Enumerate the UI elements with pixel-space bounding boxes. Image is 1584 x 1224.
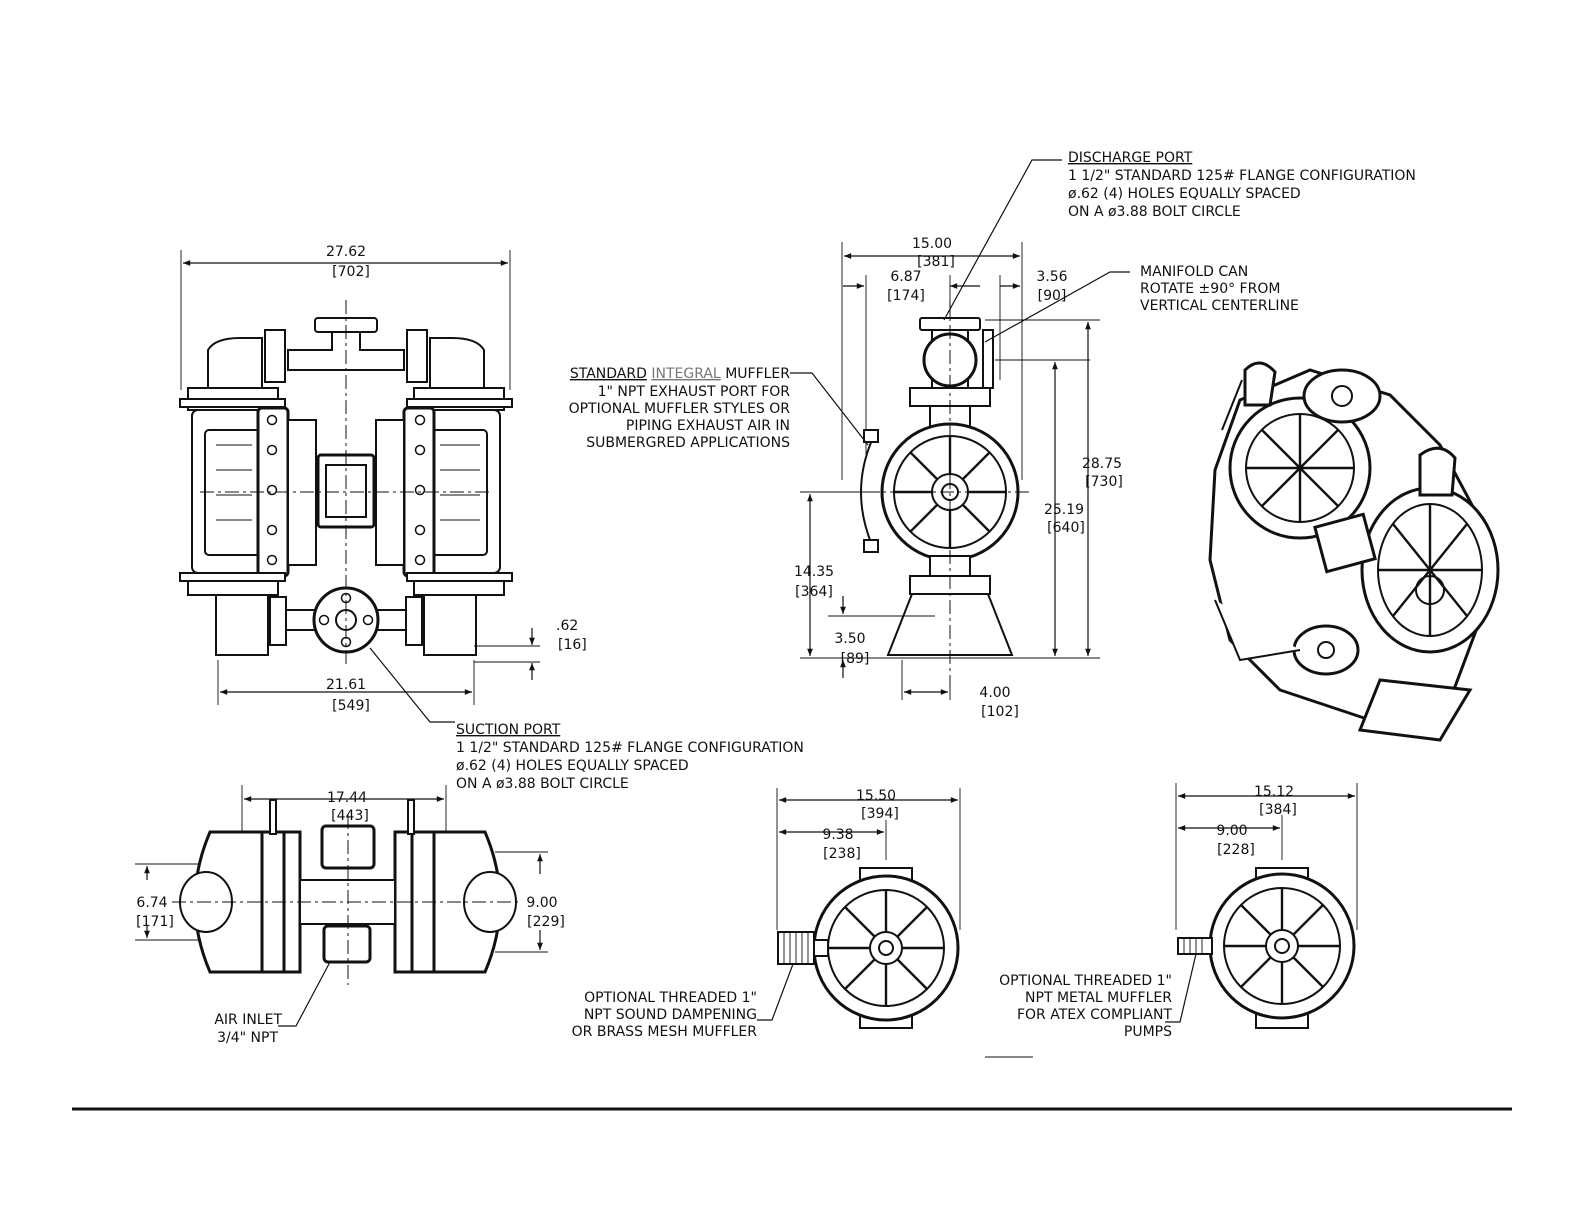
base-offset-mm: [102] <box>981 704 1019 720</box>
view-a-width-dim: 15.50 <box>856 788 896 804</box>
muffler-note: STANDARD INTEGRAL MUFFLER 1" NPT EXHAUST… <box>569 366 791 451</box>
view-b-note-line-2: NPT METAL MUFFLER <box>1025 990 1172 1006</box>
side-view-drawing <box>790 159 1130 700</box>
side-view-labels: 15.00 [381] 6.87 [174] 3.56 [90] 28.75 [… <box>794 236 1123 720</box>
air-inlet-line-1: AIR INLET <box>214 1012 282 1028</box>
front-view-drawing <box>179 250 540 723</box>
discharge-port-line-2: ø.62 (4) HOLES EQUALLY SPACED <box>1068 186 1301 202</box>
overall-width-dim: 27.62 <box>326 244 366 260</box>
height-total-dim: 28.75 <box>1082 456 1122 472</box>
muffler-note-line-2: OPTIONAL MUFFLER STYLES OR <box>569 401 791 417</box>
side-width-dim: 15.00 <box>912 236 952 252</box>
top-view-drawing <box>135 785 548 1027</box>
height-center-mm: [364] <box>795 584 833 600</box>
height-suction-mm: [89] <box>841 651 870 667</box>
depth-right-dim: 9.00 <box>526 895 557 911</box>
right-offset-dim: 3.56 <box>1036 269 1067 285</box>
isometric-pump-view <box>1208 361 1500 742</box>
suction-port-title: SUCTION PORT <box>456 722 561 738</box>
view-b-width-mm: [384] <box>1259 802 1297 818</box>
suction-port-line-2: ø.62 (4) HOLES EQUALLY SPACED <box>456 758 689 774</box>
view-b-note-line-3: FOR ATEX COMPLIANT <box>1017 1007 1172 1023</box>
left-offset-mm: [174] <box>887 288 925 304</box>
top-width-mm: [443] <box>331 808 369 824</box>
base-offset-dim: 4.00 <box>979 685 1010 701</box>
discharge-port-line-3: ON A ø3.88 BOLT CIRCLE <box>1068 204 1241 220</box>
muffler-view-b-drawing <box>985 783 1358 1058</box>
muffler-note-line-1: 1" NPT EXHAUST PORT FOR <box>598 384 791 400</box>
muffler-note-line-3: PIPING EXHAUST AIR IN <box>626 418 790 434</box>
muffler-word-integral: INTEGRAL <box>651 366 721 382</box>
view-a-offset-dim: 9.38 <box>822 827 853 843</box>
muffler-word-muffler: MUFFLER <box>725 366 790 382</box>
right-offset-mm: [90] <box>1038 288 1067 304</box>
suction-span-mm: [549] <box>332 698 370 714</box>
height-port-mm: [640] <box>1047 520 1085 536</box>
muffler-note-title: STANDARD INTEGRAL MUFFLER <box>570 366 790 382</box>
depth-left-mm: [171] <box>136 914 174 930</box>
manifold-note-line-2: ROTATE ±90° FROM <box>1140 281 1280 297</box>
suction-port-note: SUCTION PORT 1 1/2" STANDARD 125# FLANGE… <box>456 722 804 792</box>
height-port-dim: 25.19 <box>1044 502 1084 518</box>
muffler-word-standard: STANDARD <box>570 366 647 382</box>
view-a-note-line-1: OPTIONAL THREADED 1" <box>584 990 757 1006</box>
discharge-port-title: DISCHARGE PORT <box>1068 150 1193 166</box>
view-a-width-mm: [394] <box>861 806 899 822</box>
flange-offset-dim: .62 <box>556 618 578 634</box>
height-total-mm: [730] <box>1085 474 1123 490</box>
view-b-width-dim: 15.12 <box>1254 784 1294 800</box>
side-width-mm: [381] <box>917 254 955 270</box>
top-view-labels: 17.44 [443] 6.74 [171] 9.00 [229] AIR IN… <box>136 790 565 1046</box>
depth-left-dim: 6.74 <box>136 895 167 911</box>
view-b-offset-dim: 9.00 <box>1216 823 1247 839</box>
manifold-note-line-1: MANIFOLD CAN <box>1140 264 1248 280</box>
manifold-note: MANIFOLD CAN ROTATE ±90° FROM VERTICAL C… <box>1140 264 1299 314</box>
height-suction-dim: 3.50 <box>834 631 865 647</box>
muffler-view-a-labels: 15.50 [394] 9.38 [238] OPTIONAL THREADED… <box>572 788 899 1040</box>
view-b-note-line-1: OPTIONAL THREADED 1" <box>999 973 1172 989</box>
depth-right-mm: [229] <box>527 914 565 930</box>
flange-offset-mm: [16] <box>558 637 587 653</box>
air-inlet-line-2: 3/4" NPT <box>217 1030 278 1046</box>
suction-span-dim: 21.61 <box>326 677 366 693</box>
manifold-note-line-3: VERTICAL CENTERLINE <box>1140 298 1299 314</box>
discharge-port-line-1: 1 1/2" STANDARD 125# FLANGE CONFIGURATIO… <box>1068 168 1416 184</box>
top-width-dim: 17.44 <box>327 790 367 806</box>
muffler-note-line-4: SUBMERGRED APPLICATIONS <box>586 435 790 451</box>
view-b-offset-mm: [228] <box>1217 842 1255 858</box>
left-offset-dim: 6.87 <box>890 269 921 285</box>
overall-width-mm: [702] <box>332 264 370 280</box>
suction-port-line-3: ON A ø3.88 BOLT CIRCLE <box>456 776 629 792</box>
height-center-dim: 14.35 <box>794 564 834 580</box>
view-a-offset-mm: [238] <box>823 846 861 862</box>
view-a-note-line-3: OR BRASS MESH MUFFLER <box>572 1024 758 1040</box>
view-a-note-line-2: NPT SOUND DAMPENING <box>584 1007 757 1023</box>
muffler-view-b-labels: 15.12 [384] 9.00 [228] OPTIONAL THREADED… <box>999 784 1297 1040</box>
muffler-view-a-drawing <box>757 788 961 1029</box>
view-b-note-line-4: PUMPS <box>1124 1024 1172 1040</box>
discharge-port-note: DISCHARGE PORT 1 1/2" STANDARD 125# FLAN… <box>1068 150 1416 220</box>
suction-port-line-1: 1 1/2" STANDARD 125# FLANGE CONFIGURATIO… <box>456 740 804 756</box>
front-view-labels: 27.62 [702] 21.61 [549] .62 [16] <box>326 244 587 714</box>
